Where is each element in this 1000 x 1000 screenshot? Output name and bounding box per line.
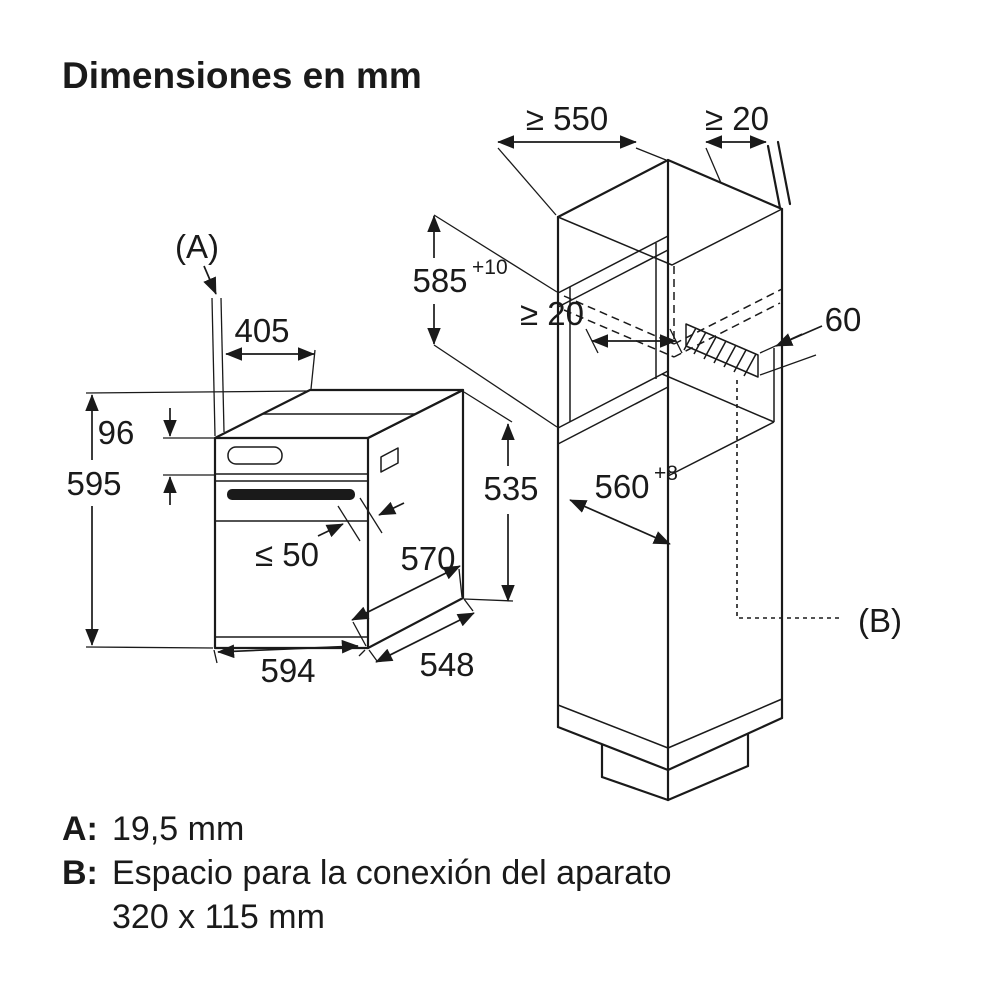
page-title: Dimensiones en mm [62, 55, 422, 96]
dim-ge20-inner-ext-2 [669, 328, 683, 354]
oven-display [227, 446, 283, 465]
dim-560-label: 560 [594, 468, 649, 505]
dim-585-label: 585 [412, 262, 467, 299]
oven-right-face [366, 388, 465, 650]
hidden-edge-5 [673, 302, 781, 358]
cabinet-drawing [556, 140, 842, 802]
dim-570-line [351, 565, 461, 621]
dim-594-ext-1 [213, 649, 218, 664]
hidden-edge-1 [563, 295, 675, 345]
dim-548-label: 548 [419, 646, 474, 683]
cabinet-bottom-panel-1 [557, 704, 669, 749]
dim-le50-ext-1 [337, 505, 361, 542]
dim-ge20-inner-label: ≥ 20 [520, 295, 584, 332]
cabinet-dimensions: ≥ 550 ≥ 20 585 +10 ≥ 20 60 560 +8 (B) [412, 100, 902, 639]
dim-548-line [375, 612, 475, 663]
oven-drawing [213, 388, 465, 650]
dim-b-label: (B) [858, 602, 902, 639]
cabinet-top-edges [556, 158, 784, 219]
dim-a-label: (A) [175, 228, 219, 265]
dim-405-ext [310, 349, 316, 390]
dim-595-ext-top [85, 390, 309, 394]
dim-594-label: 594 [260, 652, 315, 689]
hidden-edge-4 [563, 309, 675, 358]
dim-96-label: 96 [98, 414, 135, 451]
dim-le50-arrow-left [317, 523, 344, 538]
dim-60-ext-1 [759, 333, 803, 354]
plinth [600, 732, 750, 802]
oven-handle [227, 489, 355, 500]
oven-dimensions: (A) 405 96 595 ≤ 50 570 594 [66, 228, 538, 689]
dim-535-ext-bottom [463, 598, 514, 602]
dim-a-arrow [203, 265, 217, 295]
dim-594-line [217, 639, 359, 659]
legend-b-value: Espacio para la conexión del aparato [112, 854, 672, 892]
hidden-edge-2 [673, 288, 783, 345]
dim-ge20-inner-ext-1 [585, 328, 599, 354]
dim-560-line [569, 499, 671, 545]
dim-535-label: 535 [483, 470, 538, 507]
connection-space-locator [736, 380, 842, 619]
niche-top-edge [557, 235, 669, 294]
dim-60-label: 60 [825, 301, 862, 338]
legend: A: 19,5 mm B: Espacio para la conexión d… [62, 810, 672, 936]
niche-shelf-front [557, 370, 669, 429]
dim-570-ext-2 [458, 568, 463, 598]
oven-side-vent [380, 447, 399, 473]
niche-top-edge-2 [557, 249, 669, 308]
dim-585-tolerance: +10 [472, 256, 508, 279]
dim-le50-arrow-right [378, 501, 405, 516]
legend-a-value: 19,5 mm [112, 810, 244, 848]
dim-ge20-top-label: ≥ 20 [705, 100, 769, 137]
dim-595-label: 595 [66, 465, 121, 502]
dim-560-tolerance: +8 [654, 462, 678, 485]
vent-hatch-outline [685, 323, 759, 378]
rear-wall-line-2 [776, 140, 792, 206]
niche-shelf-back-edge [667, 421, 775, 477]
niche-shelf-right-edge [661, 373, 775, 423]
dim-585-ext-top [433, 214, 558, 293]
dim-ge550-ext-1 [497, 147, 557, 216]
dim-548-ext-2 [463, 598, 474, 612]
dim-595-ext-bottom [85, 646, 214, 649]
legend-b-value-2: 320 x 115 mm [112, 898, 325, 936]
dim-60-ext-2 [759, 354, 817, 376]
cabinet-bottom-panel-2 [667, 698, 783, 749]
vent-hatch [683, 323, 759, 378]
dim-405-label: 405 [234, 312, 289, 349]
cabinet-top-face-far-edges [557, 208, 783, 266]
dim-594-ext-2 [358, 649, 366, 657]
dim-ge550-ext-2 [635, 147, 667, 161]
dim-le50-ext-2 [359, 497, 383, 534]
dim-570-ext-1 [352, 621, 367, 647]
rear-wall-line-1 [766, 144, 782, 210]
niche-shelf-front-2 [557, 386, 669, 445]
dim-535-ext-top [463, 391, 513, 423]
legend-b-key: B: [62, 854, 98, 892]
legend-a-key: A: [62, 810, 98, 848]
dim-585-ext-bottom [433, 344, 558, 428]
dim-a-ext-1 [211, 297, 216, 437]
dim-ge20-top-ext [705, 147, 722, 184]
dim-a-ext-2 [220, 297, 225, 433]
dim-548-ext-1 [368, 649, 378, 662]
dim-le50-label: ≤ 50 [255, 536, 319, 573]
dim-ge550-label: ≥ 550 [526, 100, 608, 137]
